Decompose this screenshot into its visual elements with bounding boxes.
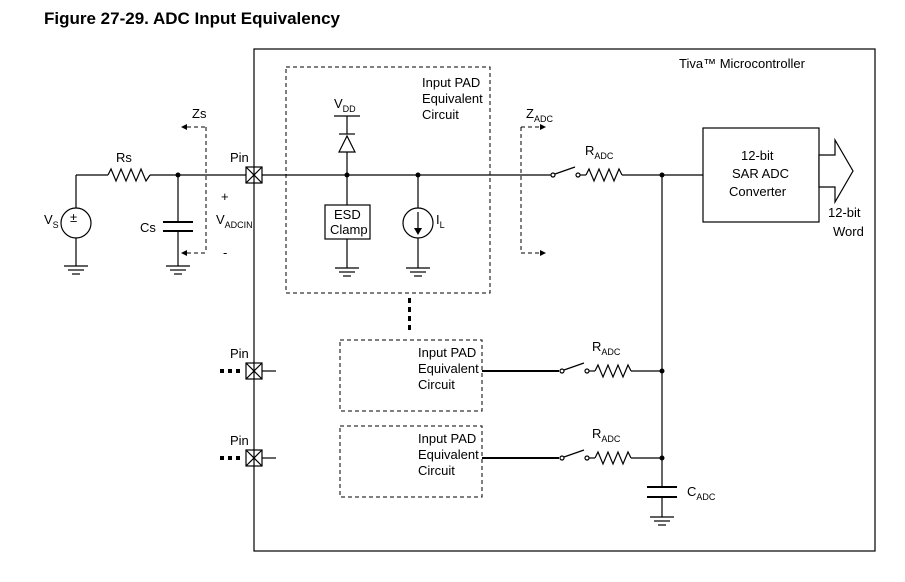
pad1-label-line3: Circuit [422,107,459,122]
pad3-label-line3: Circuit [418,463,455,478]
ground-cs [166,265,190,275]
sar-label-2: SAR ADC [732,166,789,181]
input-pad-box-3 [339,425,483,498]
plus-sign: + [221,189,229,204]
radc-label-1: RADC [585,143,614,161]
pin-symbol-1 [245,166,263,184]
sar-label-3: Converter [729,184,787,199]
radc-resistor-3 [594,450,632,466]
switch-1 [554,166,576,175]
pad3-label-line1: Input PAD [418,431,476,446]
cadc-label: CADC [687,484,716,502]
switch-2 [563,362,585,371]
ground-esd [335,267,359,277]
il-label: IL [436,212,445,230]
pin-dots-2 [220,369,240,373]
svg-text:±: ± [70,210,77,225]
pad1-label-line1: Input PAD [422,75,480,90]
vs-label: VS [44,212,59,230]
switch-3 [563,449,585,458]
pad1-label-line2: Equivalent [422,91,483,106]
pad2-label-line1: Input PAD [418,345,476,360]
ground-vs [64,265,88,275]
zadc-label: ZADC [526,106,553,124]
zs-label: Zs [192,106,207,121]
esd-label-2: Clamp [330,222,368,237]
rs-resistor [107,167,151,183]
esd-label-1: ESD [334,207,361,222]
word-label-1: 12-bit [828,205,861,220]
continuation-dots [408,298,411,330]
vadcin-label: VADCIN [216,212,253,230]
ground-cadc [650,516,674,526]
radc-resistor-2 [594,363,632,379]
pad3-label-line2: Equivalent [418,447,479,462]
vdd-label: VDD [334,96,356,114]
pin-label-1: Pin [230,150,249,165]
word-label-2: Word [833,224,864,239]
output-arrow [818,137,854,205]
minus-sign: - [223,245,227,260]
microcontroller-label: Tiva™ Microcontroller [679,56,806,71]
figure-title: Figure 27-29. ADC Input Equivalency [44,9,340,28]
input-pad-box-2 [339,339,483,412]
pad2-label-line2: Equivalent [418,361,479,376]
rs-label: Rs [116,150,132,165]
pin-label-2: Pin [230,346,249,361]
pad2-label-line3: Circuit [418,377,455,392]
sar-label-1: 12-bit [741,148,774,163]
radc-resistor-1 [585,167,623,183]
pin-label-3: Pin [230,433,249,448]
radc-label-2: RADC [592,339,621,357]
pin-dots-3 [220,456,240,460]
radc-label-3: RADC [592,426,621,444]
microcontroller-box [253,48,876,552]
ground-il [406,267,430,277]
cs-label: Cs [140,220,156,235]
diode-triangle [338,134,356,153]
input-pad-box-1 [285,66,491,294]
